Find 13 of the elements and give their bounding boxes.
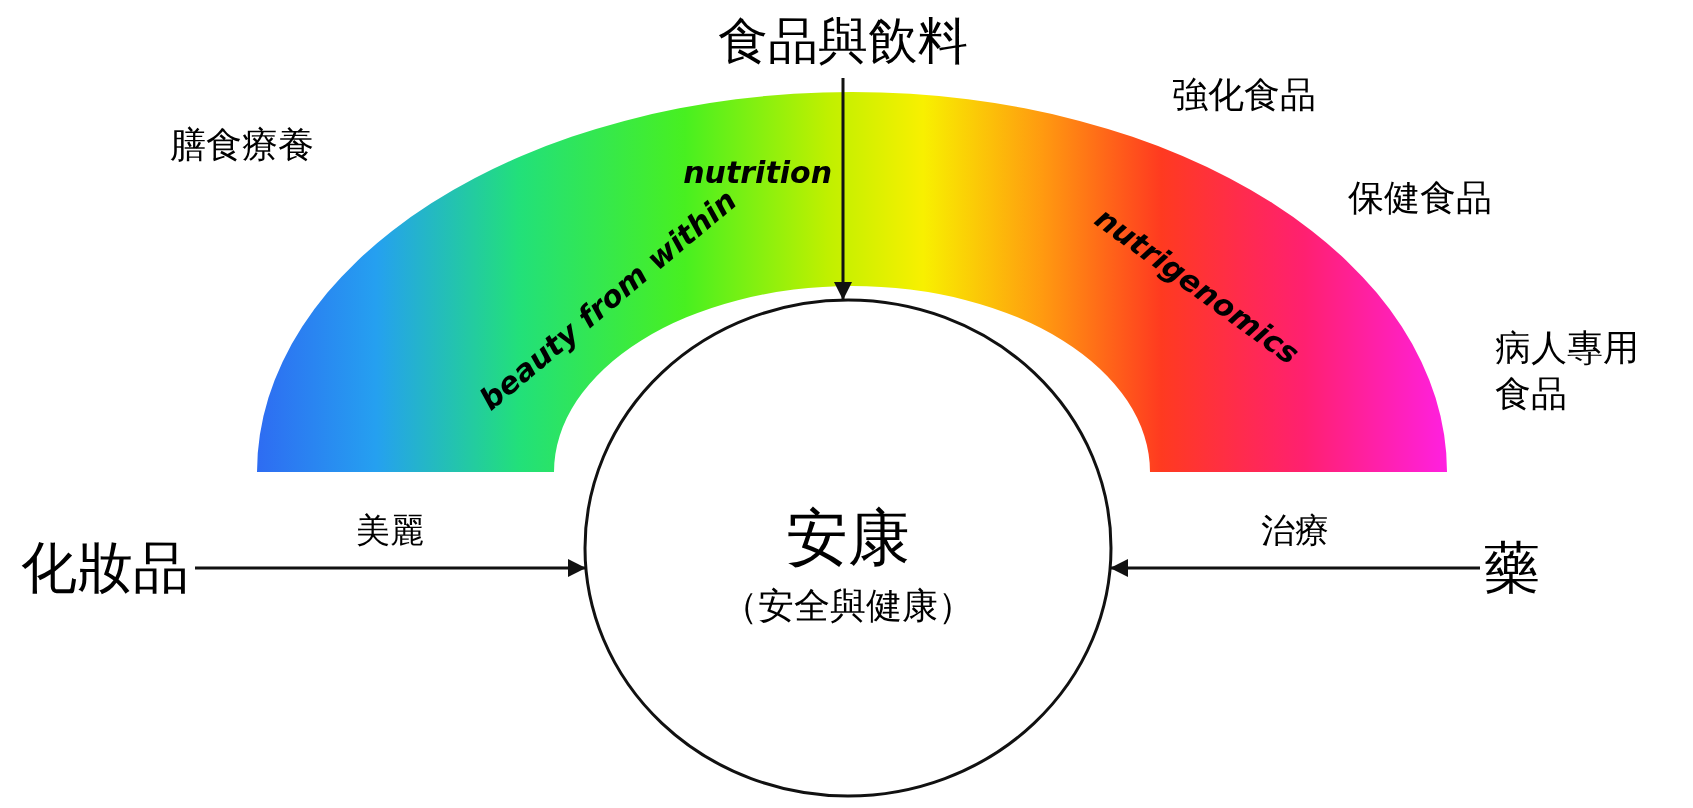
category-label: 強化食品 [1172,73,1316,117]
category-text: 藥 [1484,534,1540,602]
category-text: 化妝品 [21,534,189,602]
arrow [195,559,586,577]
category-label: 膳食療養 [170,123,314,167]
circle-title: 安康 [786,503,910,573]
arc-text: nutrition [682,154,832,192]
category-label: 病人專用食品 [1495,326,1640,416]
arrow [1110,559,1480,577]
category-label: 保健食品 [1348,176,1492,220]
arrow [834,78,852,301]
circle-subtitle: （安全與健康） [722,584,974,628]
category-text: 食品與飲料 [718,11,968,72]
